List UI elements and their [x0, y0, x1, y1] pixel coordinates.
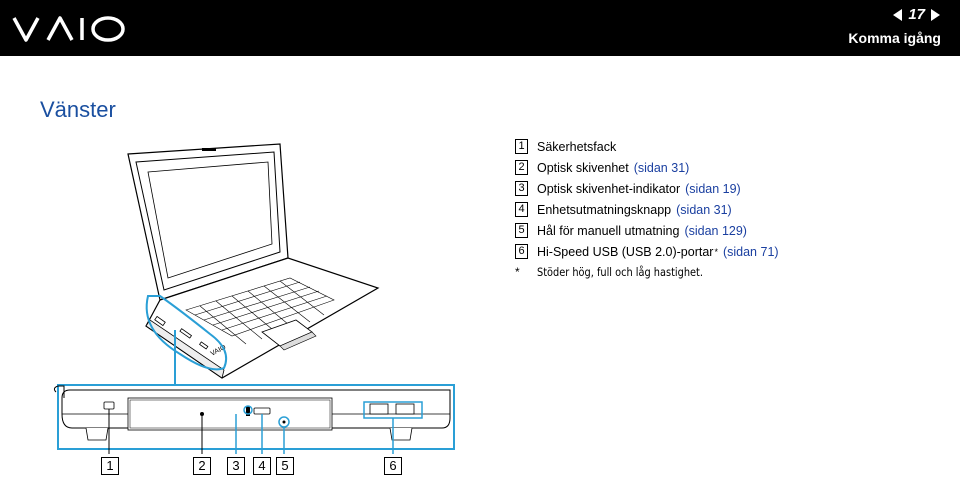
diagram-label-5: 5 [276, 457, 294, 475]
page-ref-link[interactable]: (sidan 129) [684, 223, 747, 238]
list-item: 2 Optisk skivenhet (sidan 31) [515, 157, 779, 178]
next-page-icon[interactable] [931, 8, 940, 21]
vaio-logo-icon [12, 16, 125, 42]
footnote-mark: * [714, 246, 718, 257]
item-number: 5 [515, 223, 528, 238]
page-ref-link[interactable]: (sidan 71) [722, 244, 779, 259]
section-title: Komma igång [848, 30, 941, 46]
item-text: Hål för manuell utmatning [537, 223, 680, 238]
item-number: 2 [515, 160, 528, 175]
item-number: 6 [515, 244, 528, 259]
list-item: 6 Hi-Speed USB (USB 2.0)-portar * (sidan… [515, 241, 779, 262]
diagram-label-4: 4 [253, 457, 271, 475]
item-number: 3 [515, 181, 528, 196]
item-number: 4 [515, 202, 528, 217]
page-ref-link[interactable]: (sidan 31) [633, 160, 690, 175]
page-ref-link[interactable]: (sidan 19) [685, 181, 741, 196]
prev-page-icon[interactable] [893, 8, 903, 21]
item-text: Säkerhetsfack [537, 139, 617, 154]
list-item: 4 Enhetsutmatningsknapp (sidan 31) [515, 199, 779, 220]
item-number: 1 [515, 139, 528, 154]
footnote: * Stöder hög, full och låg hastighet. [515, 262, 779, 282]
page-heading: Vänster [40, 97, 116, 122]
page-number: 17 [908, 6, 925, 23]
laptop-illustration: VAIO [127, 143, 380, 379]
diagram-label-1: 1 [101, 457, 119, 475]
page-nav: 17 [893, 6, 940, 23]
item-text: Hi-Speed USB (USB 2.0)-portar [537, 244, 714, 259]
side-view-illustration [53, 384, 455, 454]
list-item: 5 Hål för manuell utmatning (sidan 129) [515, 220, 779, 241]
item-text: Optisk skivenhet [537, 160, 629, 175]
list-item: 3 Optisk skivenhet-indikator (sidan 19) [515, 178, 779, 199]
footnote-text: Stöder hög, full och låg hastighet. [537, 265, 703, 279]
diagram-label-2: 2 [193, 457, 211, 475]
diagram-label-6: 6 [384, 457, 402, 475]
item-text: Enhetsutmatningsknapp [537, 202, 672, 217]
component-list: 1 Säkerhetsfack 2 Optisk skivenhet (sida… [515, 136, 779, 282]
list-item: 1 Säkerhetsfack [515, 136, 779, 157]
page-ref-link[interactable]: (sidan 31) [676, 202, 732, 217]
diagram-label-3: 3 [227, 457, 245, 475]
footnote-star: * [515, 265, 520, 279]
item-text: Optisk skivenhet-indikator [537, 181, 681, 196]
header-bar: 17 Komma igång [0, 0, 960, 56]
